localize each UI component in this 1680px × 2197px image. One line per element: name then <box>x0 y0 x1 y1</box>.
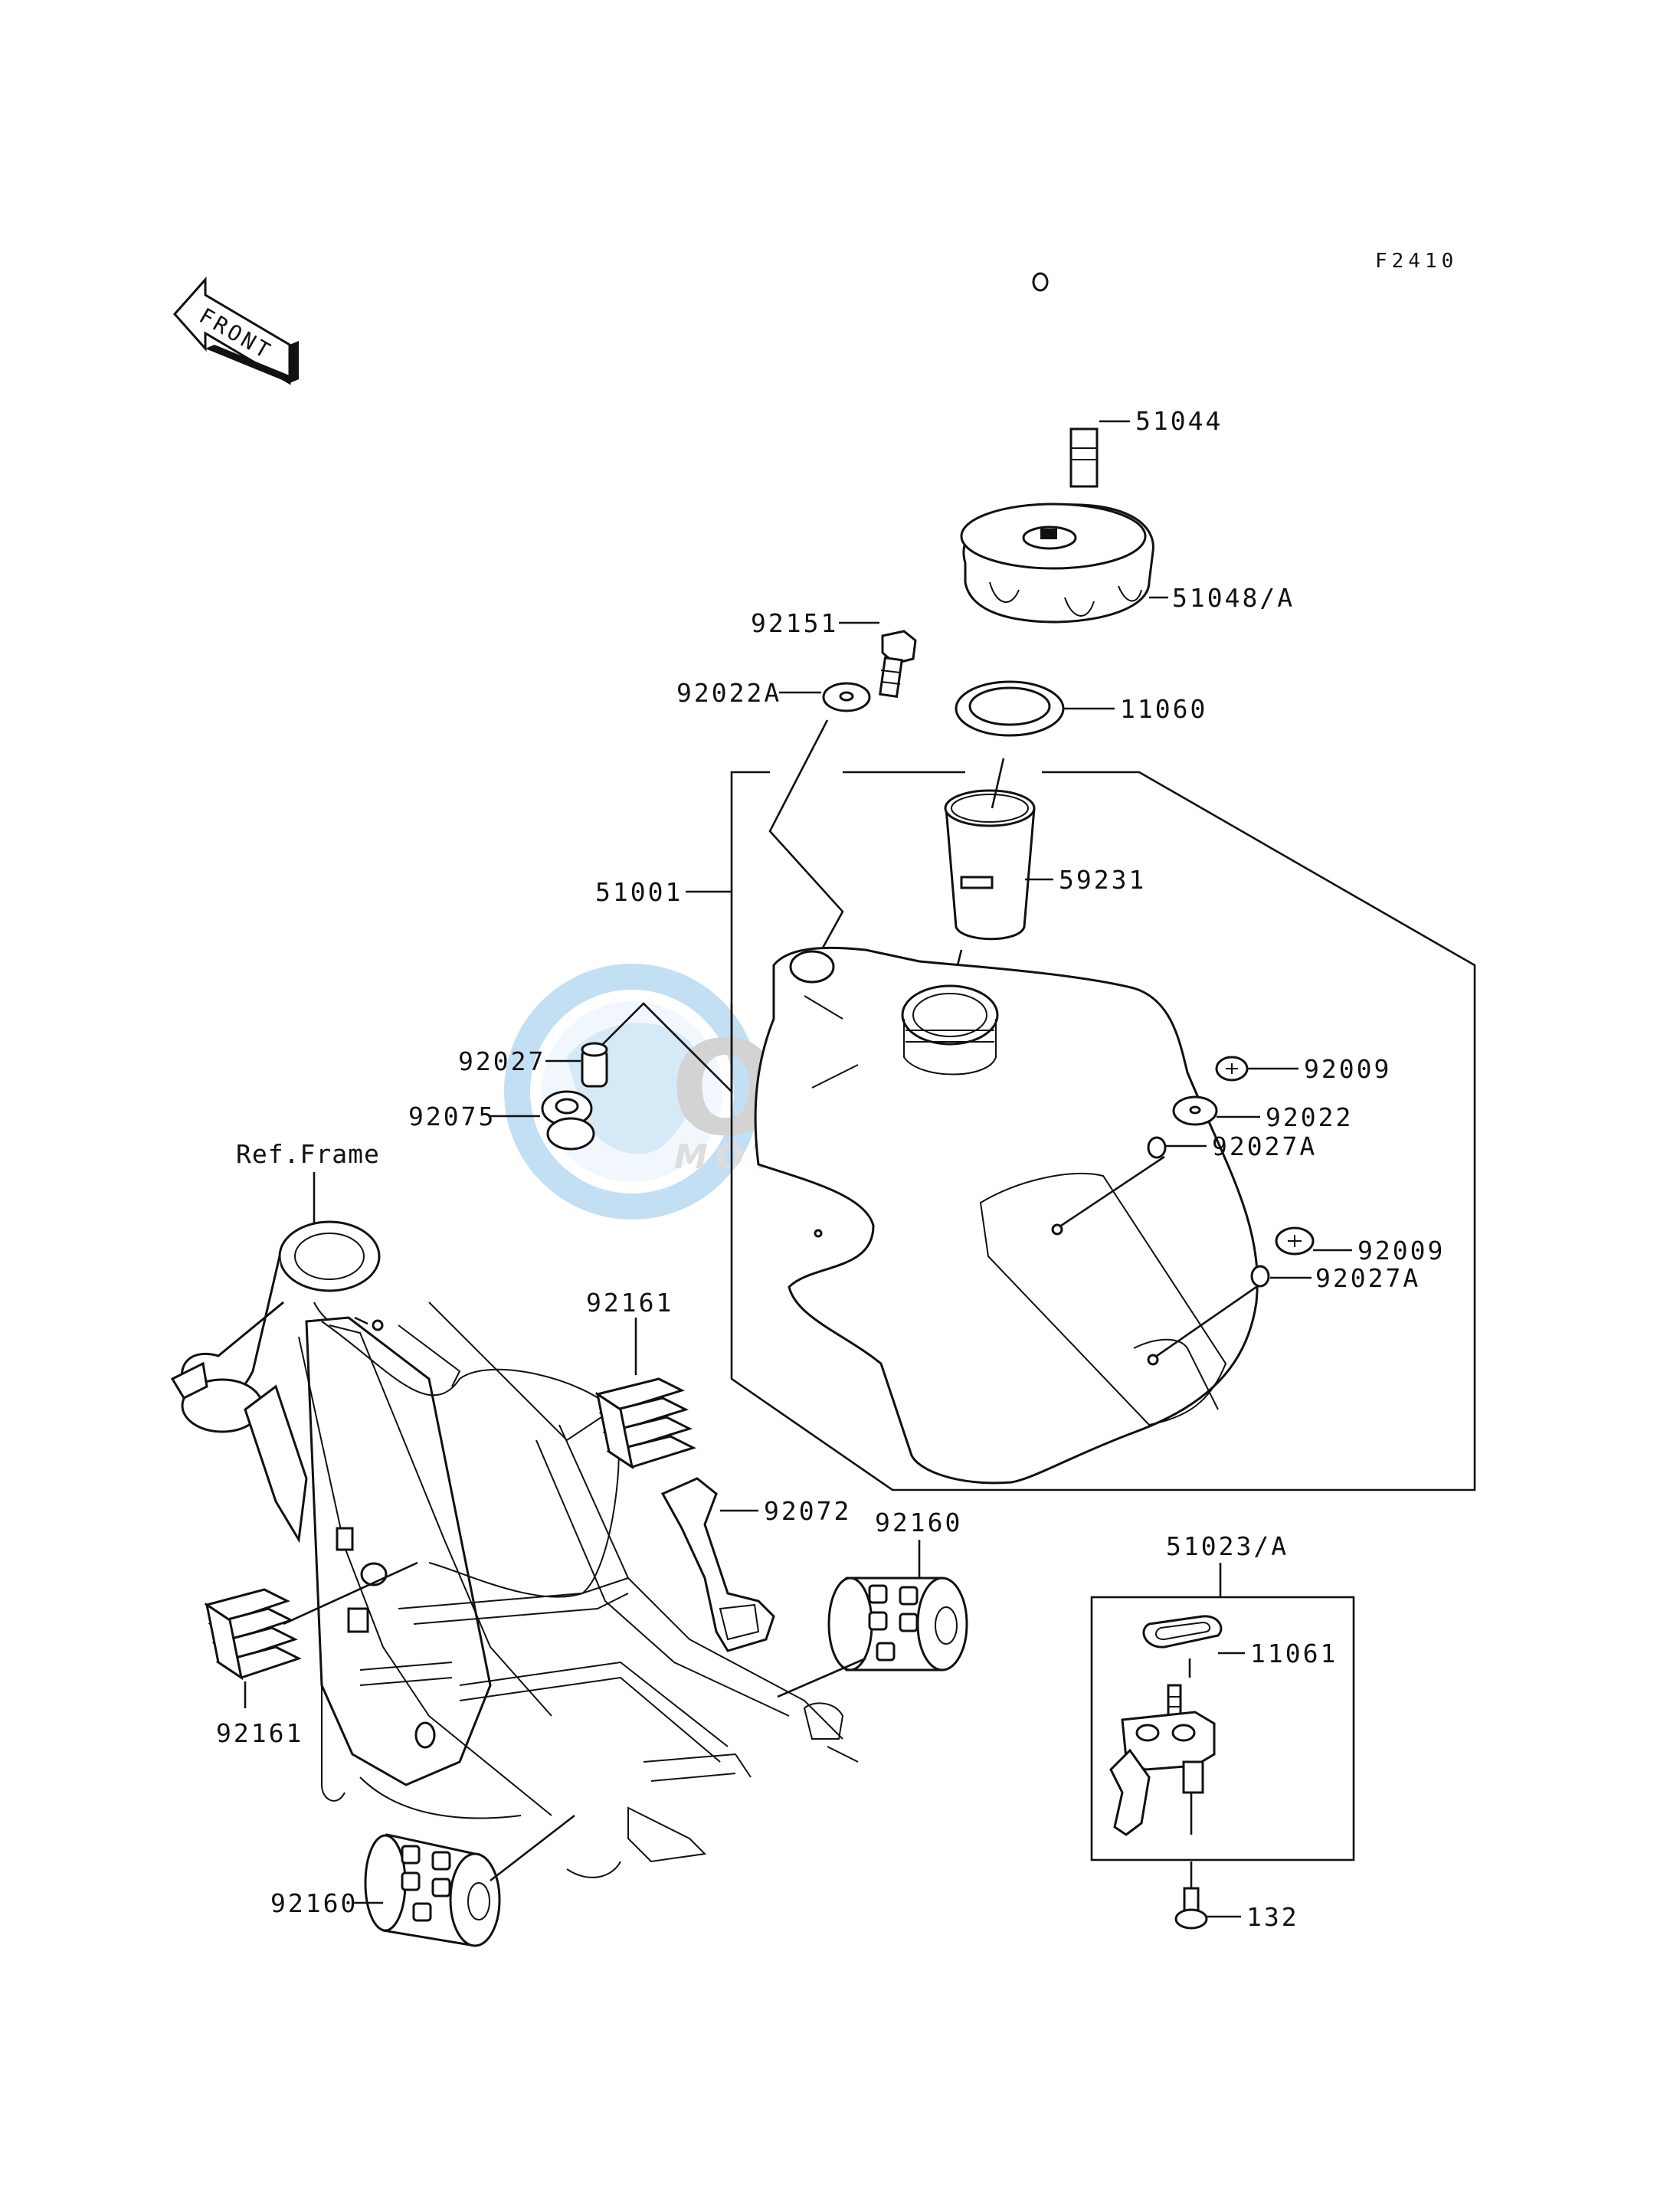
callout-92022: 92022 <box>1266 1102 1353 1132</box>
callout-11060: 11060 <box>1120 694 1207 724</box>
callout-92161-a: 92161 <box>586 1288 673 1318</box>
rubber-92160-a <box>827 1577 968 1671</box>
callout-92009-a: 92009 <box>1304 1054 1391 1084</box>
callout-92161-b: 92161 <box>216 1718 303 1748</box>
callout-92009-b: 92009 <box>1357 1236 1445 1265</box>
callout-92151: 92151 <box>751 608 838 638</box>
fuel-cock <box>1109 1684 1216 1836</box>
fuel-cock-assembly-box <box>1090 1563 1355 1861</box>
gasket-11061 <box>1142 1615 1223 1649</box>
callout-51048A: 51048/A <box>1172 583 1295 613</box>
collar-92027A-b <box>1250 1265 1270 1288</box>
breather-bolt <box>879 630 917 698</box>
bolt-92009-a <box>1215 1056 1249 1082</box>
fuel-tank <box>754 946 1259 1485</box>
callout-92075: 92075 <box>408 1102 496 1131</box>
fuel-cap <box>960 503 1154 624</box>
callout-92160-a: 92160 <box>875 1508 962 1537</box>
diagram-code: F2410 <box>1375 250 1458 273</box>
callout-51044: 51044 <box>1135 406 1223 436</box>
callout-92027A-a: 92027A <box>1212 1131 1317 1161</box>
collar-92027 <box>581 1042 608 1088</box>
washer-92022A <box>822 682 871 712</box>
frame <box>170 1220 859 1878</box>
front-arrow-icon: FRONT <box>172 277 299 385</box>
rubber-92161-a <box>594 1377 696 1470</box>
screw-132 <box>1174 1861 1208 1930</box>
callout-51001: 51001 <box>595 877 683 907</box>
callout-92027A-b: 92027A <box>1315 1263 1420 1293</box>
rubber-92161-b <box>204 1588 302 1681</box>
callout-92160-b: 92160 <box>270 1888 358 1918</box>
washer-92022 <box>1172 1095 1218 1126</box>
fuel-hose <box>1032 269 1179 488</box>
rubber-92160-b <box>364 1833 501 1947</box>
grommet-92075 <box>541 1090 595 1151</box>
callout-11061: 11061 <box>1250 1639 1338 1668</box>
callout-51023A: 51023/A <box>1166 1531 1289 1561</box>
bolt-92009-b <box>1275 1226 1315 1256</box>
callout-92027: 92027 <box>458 1046 545 1076</box>
callout-59231: 59231 <box>1059 865 1146 895</box>
callout-92022A: 92022A <box>676 678 781 708</box>
strap-92072 <box>660 1477 775 1652</box>
gasket-11060 <box>955 680 1065 737</box>
callout-92072: 92072 <box>764 1496 851 1526</box>
filter-59231 <box>944 789 1036 941</box>
callout-132: 132 <box>1246 1902 1299 1932</box>
ref-frame-label: Ref.Frame <box>236 1139 380 1169</box>
collar-92027A-a <box>1147 1136 1167 1159</box>
